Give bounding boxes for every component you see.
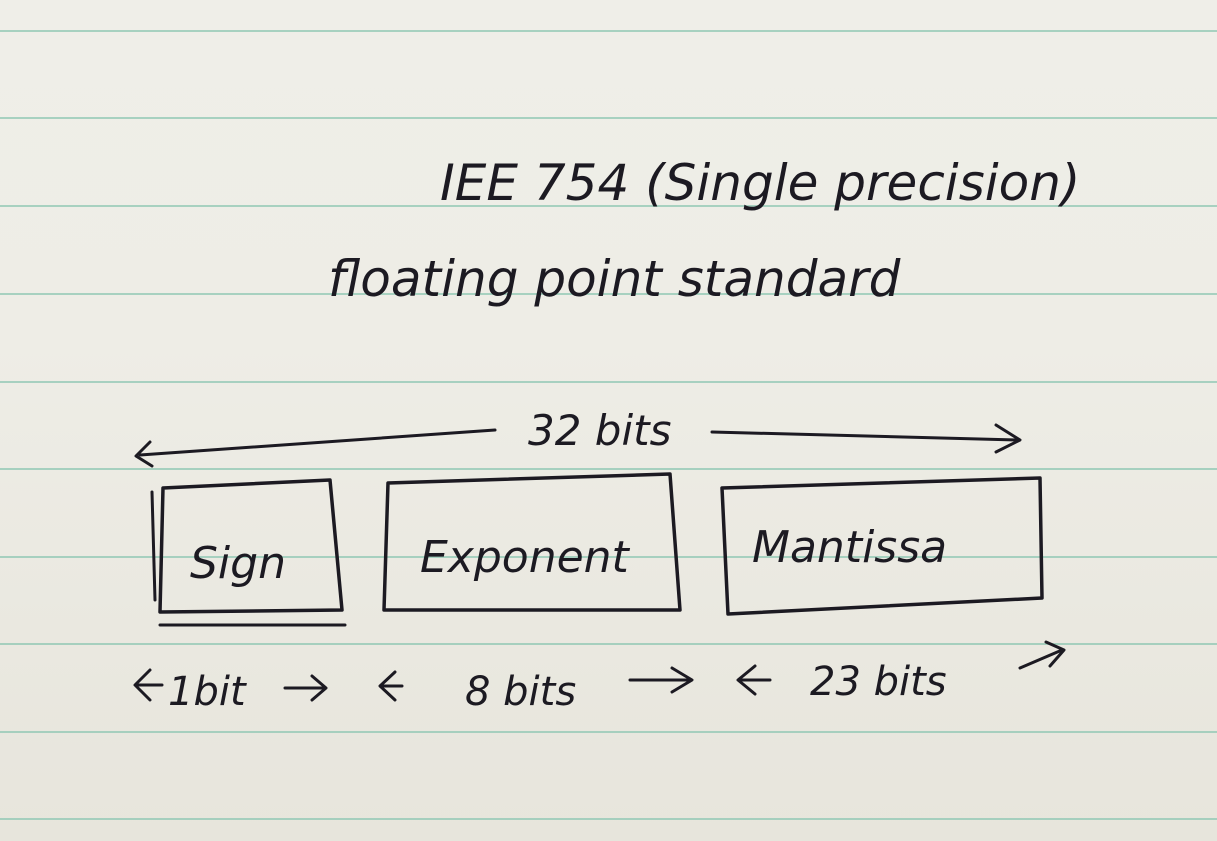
ruled-line xyxy=(0,117,1217,119)
sign-field-label: Sign xyxy=(190,538,286,589)
left-arrowhead xyxy=(134,440,154,468)
ruled-line xyxy=(0,818,1217,820)
sign-field-box: Sign xyxy=(150,478,347,627)
exponent-width-label: 8 bits xyxy=(465,669,576,715)
left-arrowhead xyxy=(378,670,404,702)
sign-width-label: 1bit xyxy=(168,669,247,715)
ruled-line xyxy=(0,731,1217,733)
left-arrowhead xyxy=(133,668,164,702)
right-arrowhead xyxy=(1018,640,1066,670)
exponent-field-box: Exponent xyxy=(382,472,682,612)
ruled-line xyxy=(0,468,1217,470)
mantissa-field-box: Mantissa xyxy=(720,476,1044,616)
exponent-field-label: Exponent xyxy=(420,532,631,583)
ruled-line xyxy=(0,293,1217,295)
sign-width-annotation: 1bit xyxy=(133,668,328,715)
total-width-label: 32 bits xyxy=(528,406,671,455)
right-arrowhead xyxy=(283,674,328,702)
left-arrowhead xyxy=(736,664,772,696)
total-width-arrow-left-line xyxy=(138,428,497,457)
right-arrowhead xyxy=(994,423,1022,454)
exponent-width-annotation: 8 bits xyxy=(378,666,694,715)
ruled-line xyxy=(0,381,1217,383)
ruled-line xyxy=(0,30,1217,32)
ruled-line xyxy=(0,643,1217,645)
total-width-arrow-right-line xyxy=(710,430,1020,442)
title-line-1: IEE 754 (Single precision) xyxy=(440,154,1080,212)
ruled-line xyxy=(0,556,1217,558)
mantissa-width-label: 23 bits xyxy=(810,659,947,705)
mantissa-field-label: Mantissa xyxy=(752,522,947,573)
mantissa-width-annotation: 23 bits xyxy=(736,640,1066,705)
ruled-line xyxy=(0,205,1217,207)
right-arrowhead xyxy=(628,666,694,694)
title-line-2: floating point standard xyxy=(328,250,901,308)
